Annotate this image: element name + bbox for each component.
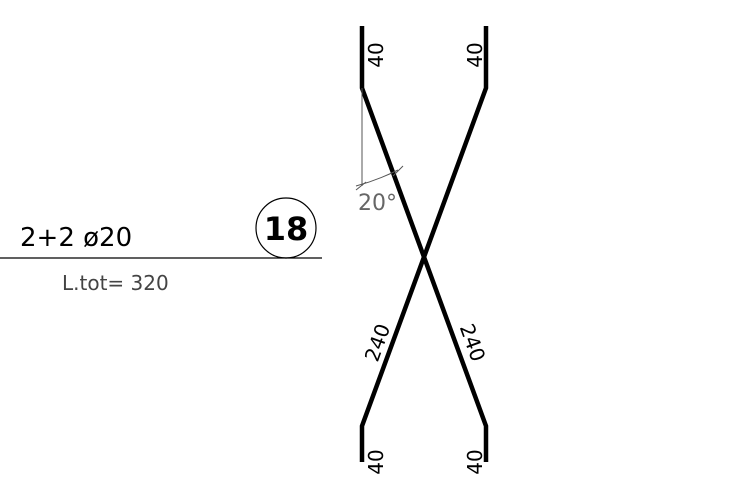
angle-tick-right [392, 165, 404, 177]
bar-quantity-label: 2+2 ø20 [20, 223, 132, 253]
segment-label-top-right: 40 [463, 42, 487, 67]
angle-tick-left [355, 181, 367, 191]
mark-circle [255, 197, 317, 259]
bent-bar-right-to-left [359, 26, 489, 462]
mark-number: 18 [264, 210, 309, 248]
bent-bar-left-to-right [359, 26, 489, 462]
angle-label: 20° [358, 191, 397, 216]
total-length-label: L.tot= 320 [62, 271, 169, 295]
segment-label-top-left: 40 [364, 42, 388, 67]
segment-label-diag-left: 240 [360, 321, 396, 365]
segment-label-bottom-left: 40 [364, 449, 388, 474]
angle-arc [355, 169, 399, 187]
segment-label-bottom-right: 40 [463, 449, 487, 474]
